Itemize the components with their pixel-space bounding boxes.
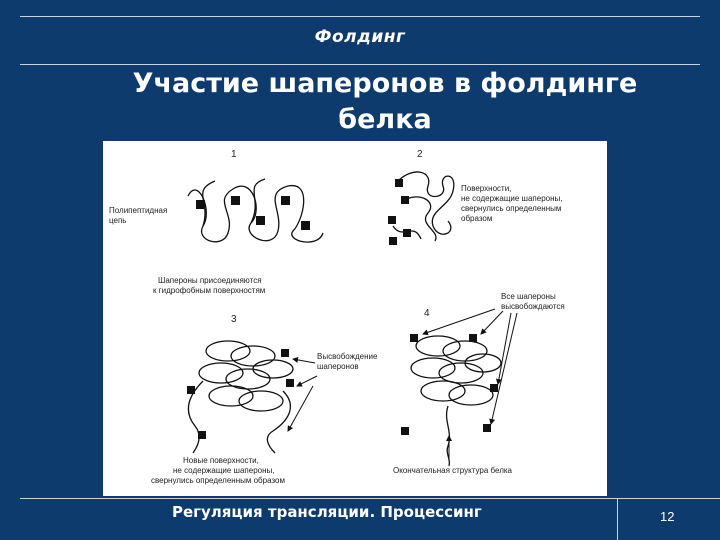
label-surfaces-2: не содержащие шапероны, [461,194,562,203]
label-new-2: не содержащие шапероны, [173,466,274,475]
panel-3-chaperones [187,349,294,439]
label-surfaces-4: образом [461,214,492,223]
label-new-3: свернулись определенным образом [151,476,285,485]
panel-4-chain [410,335,502,467]
label-polypeptide-1: Полипептидная [109,206,167,215]
footer-text: Регуляция трансляции. Процессинг [172,503,482,521]
footer-rule [20,498,700,499]
panel-number-4: 4 [424,308,430,319]
label-attach-2: к гидрофобным поверхностям [153,286,265,295]
label-release-1: Высвобождение [317,352,378,361]
panel-3-chain [187,340,294,454]
label-new-1: Новые поверхности, [183,456,259,465]
label-release-2: шаперонов [317,362,359,371]
all-released-arrow-4 [489,312,518,425]
chaperone-folding-diagram: 1 2 3 4 Полипептидная цепь Шапероны прис… [103,141,607,496]
slide-title-line-1: Участие шаперонов в фолдинге [132,68,638,99]
panel-4-released-chaperones [401,334,498,435]
panel-1-chaperones [196,196,310,230]
label-all-released-2: высвобождаются [501,302,565,311]
top-rule [20,16,700,17]
panel-number-1: 1 [231,149,237,160]
slide-title-line-2: белка [338,104,432,135]
page-number-box [617,498,720,540]
all-released-arrow-2 [480,310,504,335]
label-surfaces-1: Поверхности, [461,184,511,193]
label-all-released-1: Все шапероны [501,292,556,301]
header-title: Фолдинг [314,27,406,47]
label-final-structure: Окончательная структура белка [393,466,513,475]
release-arrow-1 [292,356,316,364]
all-released-arrow-1 [422,308,496,336]
slide-title: Участие шаперонов в фолдинге белка [80,66,690,138]
new-surface-arrow [287,385,314,432]
header-rule [20,64,700,65]
label-attach-1: Шапероны присоединяются [158,276,262,285]
panel-2-chaperones [388,179,411,245]
page-number: 12 [660,509,675,524]
label-surfaces-3: свернулись определенным [461,204,561,213]
panel-1-chain [187,178,324,243]
panel-number-2: 2 [417,149,423,160]
release-arrow-2 [296,375,318,387]
label-polypeptide-2: цепь [109,216,126,225]
panel-number-3: 3 [231,314,237,325]
all-released-arrow-3 [495,312,512,385]
